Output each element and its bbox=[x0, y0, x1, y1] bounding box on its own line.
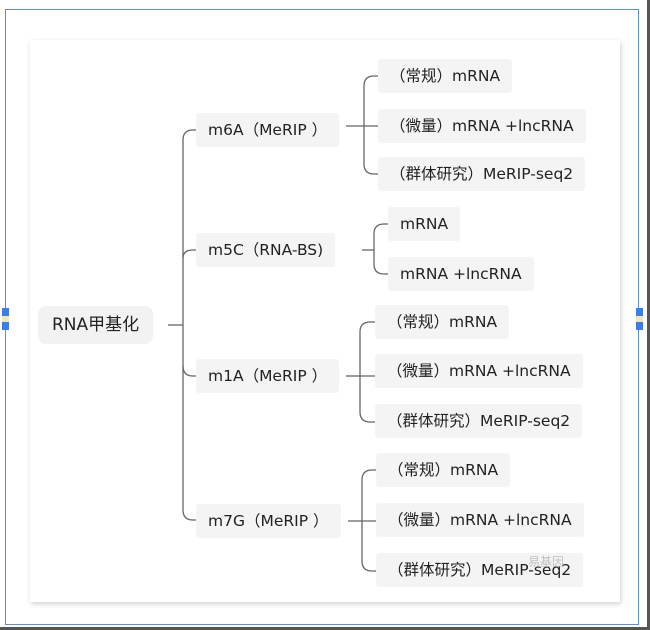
window-edge bbox=[0, 627, 650, 630]
connector bbox=[363, 75, 378, 175]
leaf-node[interactable]: （常规）mRNA bbox=[378, 59, 513, 93]
resize-handle-right[interactable] bbox=[636, 308, 643, 330]
branch-node-m1a[interactable]: m1A（MeRIP ） bbox=[196, 359, 340, 393]
connector bbox=[182, 129, 198, 521]
root-node[interactable]: RNA甲基化 bbox=[38, 306, 154, 344]
leaf-node[interactable]: mRNA bbox=[388, 207, 461, 241]
window-edge bbox=[647, 0, 650, 630]
connector bbox=[359, 321, 375, 423]
leaf-node[interactable]: （群体研究）MeRIP-seq2 bbox=[376, 553, 584, 587]
connector bbox=[361, 469, 376, 572]
connector bbox=[373, 223, 388, 275]
connector bbox=[182, 365, 198, 377]
leaf-node[interactable]: （微量）mRNA +lncRNA bbox=[378, 109, 586, 143]
leaf-node[interactable]: （群体研究）MeRIP-seq2 bbox=[375, 404, 583, 438]
branch-node-m7g[interactable]: m7G（MeRIP ） bbox=[196, 504, 341, 538]
leaf-node[interactable]: （微量）mRNA +lncRNA bbox=[376, 503, 584, 537]
branch-node-m5c[interactable]: m5C（RNA-BS) bbox=[196, 233, 336, 267]
resize-handle-left[interactable] bbox=[2, 308, 9, 330]
leaf-node[interactable]: mRNA +lncRNA bbox=[388, 257, 534, 291]
branch-node-m6a[interactable]: m6A（MeRIP ） bbox=[196, 113, 340, 147]
leaf-node[interactable]: （群体研究）MeRIP-seq2 bbox=[378, 157, 586, 191]
watermark: 易基因 bbox=[528, 555, 565, 569]
leaf-node[interactable]: （常规）mRNA bbox=[375, 305, 510, 339]
leaf-node[interactable]: （常规）mRNA bbox=[376, 453, 511, 487]
connector bbox=[182, 249, 198, 259]
leaf-node[interactable]: （微量）mRNA +lncRNA bbox=[375, 354, 583, 388]
